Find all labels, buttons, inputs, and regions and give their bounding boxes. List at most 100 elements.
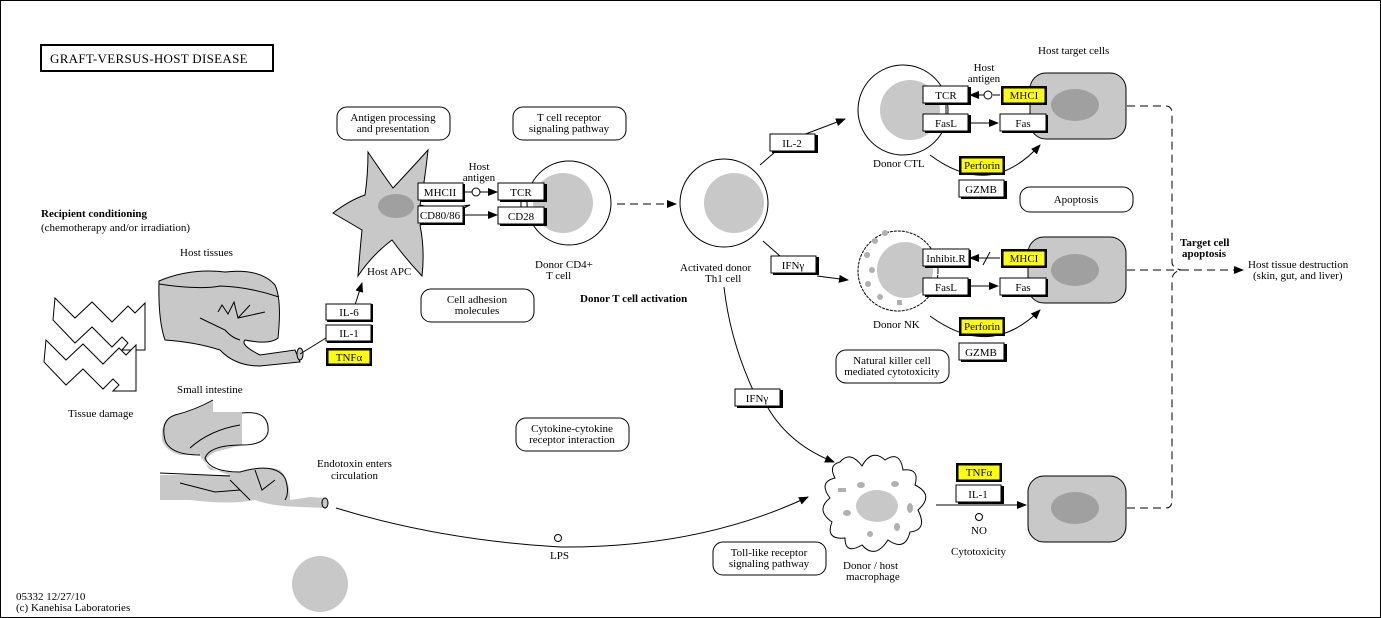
- ifng-macrophage-arrow: [723, 286, 834, 462]
- svg-text:signaling pathway: signaling pathway: [529, 123, 610, 135]
- no-label: NO: [971, 525, 987, 537]
- antigen-compound-icon: [471, 187, 481, 197]
- pathway-apoptosis[interactable]: Apoptosis: [1019, 186, 1134, 213]
- gene-mhci-nk[interactable]: MHCI: [1001, 249, 1047, 268]
- svg-text:TNFα: TNFα: [966, 467, 993, 479]
- host-antigen-ctl-label-line1: Host: [974, 62, 995, 74]
- pathway-nk-cytotoxicity[interactable]: Natural killer cell mediated cytotoxicit…: [835, 349, 950, 384]
- svg-text:Toll-like receptor: Toll-like receptor: [731, 547, 808, 559]
- macrophage-label-line2: macrophage: [846, 571, 900, 583]
- gene-gzmb-ctl[interactable]: GZMB: [958, 179, 1007, 199]
- lps-label: LPS: [550, 550, 569, 562]
- gene-il6[interactable]: IL-6: [325, 303, 373, 322]
- host-tissue-icon: [158, 270, 304, 367]
- svg-text:GZMB: GZMB: [965, 347, 997, 359]
- svg-text:Perforin: Perforin: [964, 160, 1001, 172]
- host-antigen-label-line1: Host: [469, 161, 490, 173]
- pathway-cell-adhesion[interactable]: Cell adhesion molecules: [420, 288, 535, 323]
- activated-th1-label-line1: Activated donor: [680, 262, 752, 274]
- host-target-cell-2-icon: [1027, 236, 1127, 304]
- host-target-cells-label: Host target cells: [1038, 45, 1109, 57]
- gene-tcr-cd4[interactable]: TCR: [497, 182, 547, 202]
- gene-fas-ctl[interactable]: Fas: [999, 113, 1048, 133]
- svg-text:MHCI: MHCI: [1010, 253, 1039, 265]
- host-apc-cell-icon: [332, 148, 471, 278]
- svg-text:CD80/86: CD80/86: [420, 210, 461, 222]
- svg-text:receptor interaction: receptor interaction: [529, 434, 615, 446]
- svg-text:IL-2: IL-2: [782, 138, 802, 150]
- host-antigen-ctl-label-line2: antigen: [968, 73, 1001, 85]
- gene-tnfa-tissue[interactable]: TNFα: [326, 348, 372, 366]
- donor-cd4-label-line2: T cell: [546, 270, 571, 282]
- gene-gzmb-nk[interactable]: GZMB: [958, 342, 1007, 362]
- host-tissues-label: Host tissues: [180, 247, 233, 259]
- donor-nk-cell-icon: [857, 230, 939, 312]
- small-intestine-icon: [159, 399, 329, 509]
- lps-compound-icon: [554, 534, 562, 542]
- gene-cd28[interactable]: CD28: [497, 206, 547, 226]
- gene-ifng-lower[interactable]: IFNγ: [734, 388, 783, 408]
- gene-tcr-ctl[interactable]: TCR: [922, 85, 971, 105]
- pathway-tcr-signaling[interactable]: T cell receptor signaling pathway: [512, 106, 627, 141]
- gene-il1-mac[interactable]: IL-1: [955, 484, 1004, 504]
- host-destruction-label-line2: (skin, gut, and liver): [1253, 270, 1343, 282]
- cytotoxicity-label: Cytotoxicity: [951, 546, 1007, 558]
- activated-th1-label-line2: Th1 cell: [705, 273, 741, 285]
- pathway-antigen-processing[interactable]: Antigen processing and presentation: [336, 106, 451, 141]
- gene-ifng-upper[interactable]: IFNγ: [770, 255, 819, 275]
- donor-t-activation-label: Donor T cell activation: [580, 293, 687, 305]
- svg-text:Fas: Fas: [1015, 282, 1030, 294]
- gene-mhci-ctl[interactable]: MHCI: [1001, 86, 1047, 105]
- host-target-cell-3-icon: [1027, 475, 1127, 543]
- svg-text:IFNγ: IFNγ: [746, 393, 769, 405]
- small-intestine-label: Small intestine: [177, 384, 243, 396]
- activated-th1-cell-icon: [679, 158, 769, 248]
- il2-arrow: [759, 119, 845, 166]
- gene-perforin-nk[interactable]: Perforin: [959, 317, 1005, 336]
- gene-fas-nk[interactable]: Fas: [999, 277, 1048, 297]
- svg-text:TCR: TCR: [510, 187, 532, 199]
- page-title: GRAFT-VERSUS-HOST DISEASE: [50, 51, 248, 66]
- host-apc-label: Host APC: [367, 266, 411, 278]
- gene-inhibit-r[interactable]: Inhibit.R: [922, 248, 971, 268]
- ifng-nk-arrow: [762, 240, 848, 280]
- gene-perforin-ctl[interactable]: Perforin: [959, 156, 1005, 175]
- endotoxin-label-line1: Endotoxin enters: [317, 458, 392, 470]
- map-id-date: 05332 12/27/10: [16, 591, 86, 603]
- svg-text:signaling pathway: signaling pathway: [729, 558, 810, 570]
- pathway-cytokine-receptor[interactable]: Cytokine-cytokine receptor interaction: [515, 417, 630, 452]
- donor-nk-label: Donor NK: [873, 319, 920, 331]
- gene-cd80-86[interactable]: CD80/86: [417, 205, 465, 225]
- recipient-conditioning-label: Recipient conditioning: [41, 208, 148, 220]
- gene-il2[interactable]: IL-2: [769, 133, 818, 153]
- gene-il1-tissue[interactable]: IL-1: [325, 324, 373, 343]
- svg-text:FasL: FasL: [935, 282, 957, 294]
- svg-text:Apoptosis: Apoptosis: [1054, 194, 1099, 206]
- donor-cd4-label-line1: Donor CD4+: [535, 259, 593, 271]
- svg-text:Natural killer cell: Natural killer cell: [853, 355, 931, 367]
- svg-text:CD28: CD28: [508, 211, 535, 223]
- svg-text:and presentation: and presentation: [357, 123, 430, 135]
- pathway-toll-like-receptor[interactable]: Toll-like receptor signaling pathway: [712, 541, 827, 576]
- svg-text:mediated cytotoxicity: mediated cytotoxicity: [844, 366, 940, 378]
- donor-cd4-t-cell-icon: [526, 160, 612, 246]
- host-target-cell-1-icon: [1029, 72, 1127, 140]
- svg-text:TCR: TCR: [935, 90, 957, 102]
- svg-text:molecules: molecules: [455, 305, 500, 317]
- recipient-conditioning-sublabel: (chemotherapy and/or irradiation): [41, 222, 190, 234]
- gene-fasl-ctl[interactable]: FasL: [922, 113, 971, 133]
- svg-text:GZMB: GZMB: [965, 184, 997, 196]
- svg-text:IL-1: IL-1: [339, 328, 359, 340]
- svg-text:MHCI: MHCI: [1010, 90, 1039, 102]
- svg-text:FasL: FasL: [935, 118, 957, 130]
- macrophage-label-line1: Donor / host: [843, 560, 898, 572]
- gene-fasl-nk[interactable]: FasL: [922, 277, 971, 297]
- endotoxin-label-line2: circulation: [331, 470, 379, 482]
- gene-mhcii[interactable]: MHCII: [417, 182, 465, 202]
- tissue-damage-label: Tissue damage: [68, 408, 133, 420]
- svg-text:Fas: Fas: [1015, 118, 1030, 130]
- host-destruction-label-line1: Host tissue destruction: [1248, 259, 1349, 271]
- gene-tnfa-mac[interactable]: TNFα: [956, 463, 1002, 482]
- svg-text:TNFα: TNFα: [336, 352, 363, 364]
